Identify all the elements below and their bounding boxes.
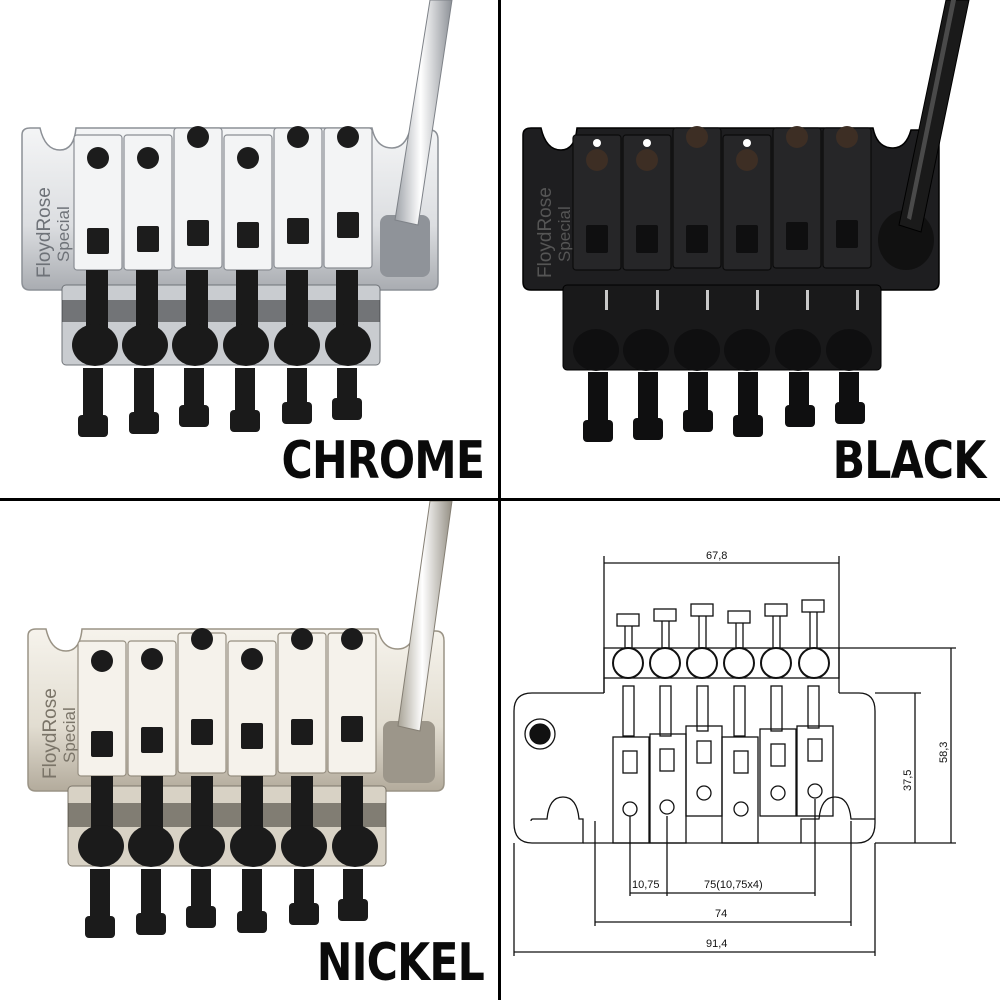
tremolo-arm [380,0,453,277]
engraving-special: Special [54,206,73,262]
engraving-special: Special [60,707,79,763]
tremolo-arm [383,501,453,783]
finish-label-chrome: CHROME [281,431,485,491]
dim-overall-height: 58,3 [938,742,950,763]
engraving-floydrose: FloydRose [535,187,556,278]
panel-black: FloydRose Special [501,0,999,498]
panel-dimension-diagram: 67,8 [501,501,999,999]
engraving-floydrose: FloydRose [40,688,61,779]
dimension-drawing: 67,8 [513,550,956,956]
dim-top-width: 67,8 [706,550,727,562]
chrome-bridge-photo: FloydRose Special [21,0,453,437]
panel-chrome: FloydRose Special [0,0,498,498]
engraving-floydrose: FloydRose [34,187,55,278]
dim-overall-width: 91,4 [706,938,727,950]
finish-label-nickel: NICKEL [316,933,485,993]
grid-divider-horizontal [0,498,1000,501]
black-bridge-photo: FloydRose Special [522,0,970,442]
tremolo-arm [878,0,970,270]
dim-spacing-total: 75(10,75x4) [704,879,763,891]
dim-spacing-first: 10,75 [632,879,660,891]
nickel-bridge-photo: FloydRose Special [27,501,453,938]
panel-nickel: FloydRose Special [0,501,498,999]
engraving-special: Special [555,206,574,262]
dim-stud-spacing: 74 [715,908,727,920]
finish-label-black: BLACK [832,431,986,491]
dim-base-height: 37,5 [902,770,914,791]
